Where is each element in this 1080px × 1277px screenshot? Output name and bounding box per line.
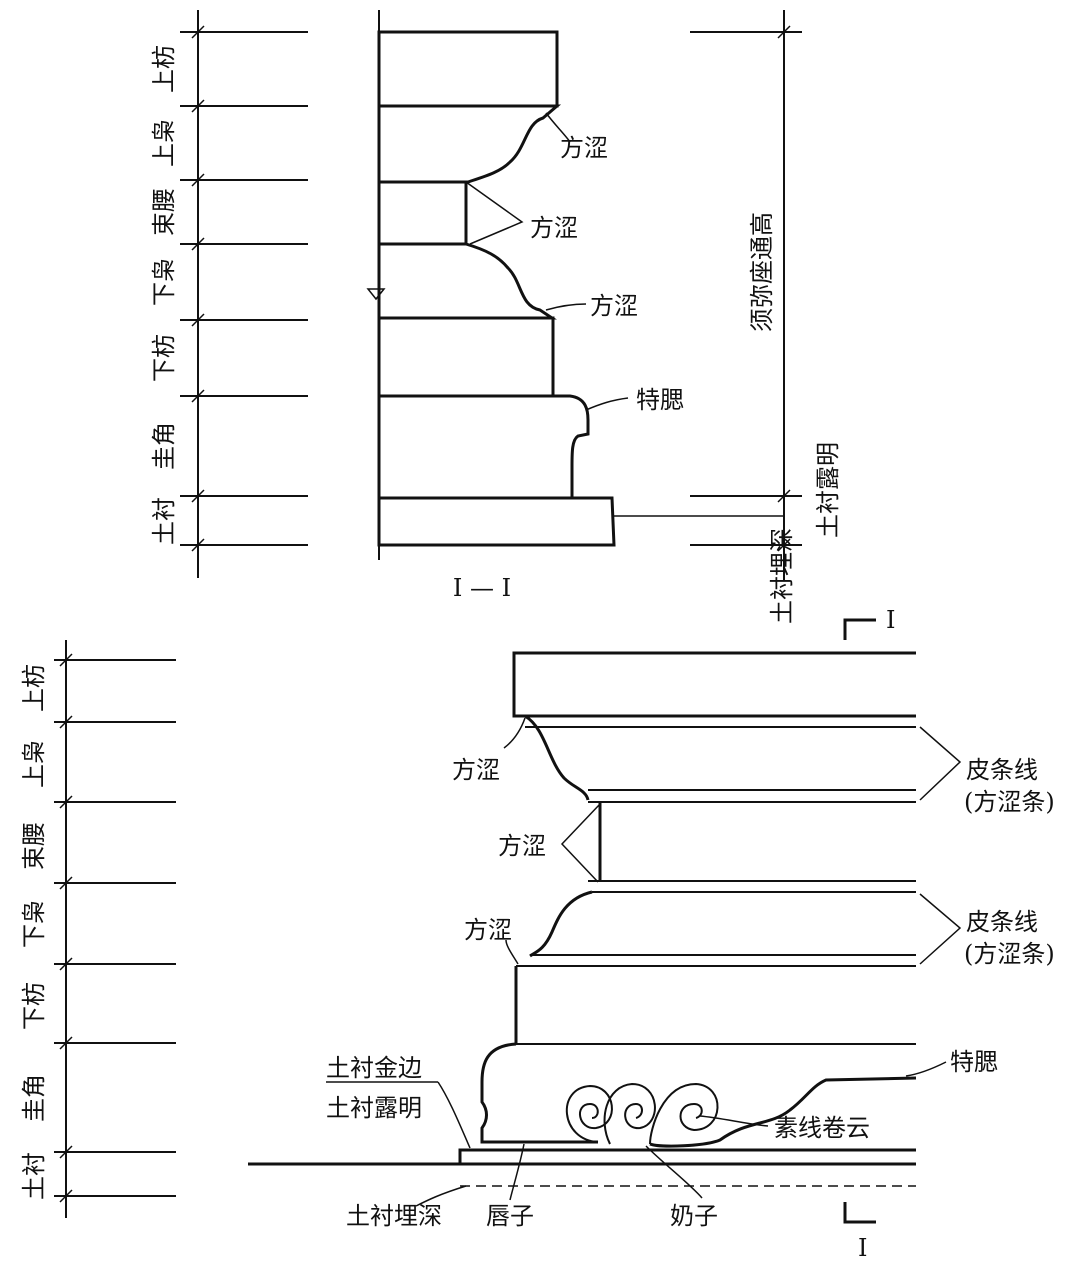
tuchen-maishen-label: 土衬埋深 xyxy=(346,1202,442,1230)
tuchen-maishen-label-top: 土衬埋深 xyxy=(768,528,796,624)
section-view: 上枋 上枭 束腰 下枭 下枋 圭角 土衬 xyxy=(150,10,842,624)
cut-mark-top: I xyxy=(886,606,895,634)
elev-tier-label-5: 圭角 xyxy=(20,1074,48,1122)
elev-tier-label-2: 束腰 xyxy=(20,822,48,870)
cut-mark-bottom: I xyxy=(858,1234,867,1262)
section-tier-label-6: 土衬 xyxy=(150,497,178,545)
overall-height-label: 须弥座通高 xyxy=(748,212,776,332)
section-callout-tesai: 特腮 xyxy=(636,386,684,414)
juanyun-scrolls xyxy=(566,1082,719,1145)
section-callouts: 方涩 方涩 方涩 特腮 xyxy=(465,112,784,517)
elev-tier-label-4: 下枋 xyxy=(20,982,48,1030)
tuchen-jinbian-label: 土衬金边 xyxy=(326,1054,422,1082)
naizi-label: 奶子 xyxy=(670,1202,718,1230)
chunzi-label: 唇子 xyxy=(486,1202,534,1230)
elev-tier-label-1: 上枭 xyxy=(20,740,48,788)
tuchen-louming-label: 土衬露明 xyxy=(326,1094,422,1122)
section-cut-mark: I I xyxy=(843,606,895,1262)
elevation-dimension-chain: 上枋 上枭 束腰 下枭 下枋 圭角 土衬 xyxy=(20,640,176,1218)
tesai-label: 特腮 xyxy=(950,1048,998,1076)
tuchen-louming-label-top: 土衬露明 xyxy=(814,442,842,538)
elev-fangse-1: 方涩 xyxy=(452,756,500,784)
section-tier-label-5: 圭角 xyxy=(150,422,178,470)
elevation-view: 上枋 上枭 束腰 下枭 下枋 圭角 土衬 I I xyxy=(20,606,1055,1262)
pitiao-label-1: 皮条线 xyxy=(966,756,1038,784)
elev-tier-label-3: 下枭 xyxy=(20,900,48,948)
section-overall-dimension: 须弥座通高 土衬露明 土衬埋深 xyxy=(690,10,842,624)
section-tier-label-0: 上枋 xyxy=(150,45,178,93)
elev-tier-label-6: 土衬 xyxy=(20,1152,48,1200)
pitiao-label-2: 皮条线 xyxy=(966,908,1038,936)
pitiao-sub-1: (方涩条) xyxy=(964,788,1055,816)
section-callout-fangse-2: 方涩 xyxy=(530,214,578,242)
section-tier-label-1: 上枭 xyxy=(150,119,178,167)
pitiao-sub-2: (方涩条) xyxy=(964,940,1055,968)
section-callout-fangse-3: 方涩 xyxy=(590,292,638,320)
section-tier-label-4: 下枋 xyxy=(150,334,178,382)
elevation-profile xyxy=(248,651,917,1187)
section-profile xyxy=(366,30,616,547)
elev-tier-label-0: 上枋 xyxy=(20,664,48,712)
elev-fangse-2: 方涩 xyxy=(498,832,546,860)
section-mark: I — I xyxy=(453,574,511,602)
section-tier-label-2: 束腰 xyxy=(150,188,178,236)
section-tier-label-3: 下枭 xyxy=(150,258,178,306)
elevation-callouts: 方涩 方涩 方涩 皮条线 (方涩条) 皮条线 (方涩条) 特腮 素线卷云 土衬金… xyxy=(326,717,1055,1230)
section-dimension-chain: 上枋 上枭 束腰 下枭 下枋 圭角 土衬 xyxy=(150,10,308,578)
section-callout-fangse-1: 方涩 xyxy=(560,134,608,162)
juanyun-label: 素线卷云 xyxy=(774,1114,870,1142)
elev-fangse-3: 方涩 xyxy=(464,916,512,944)
